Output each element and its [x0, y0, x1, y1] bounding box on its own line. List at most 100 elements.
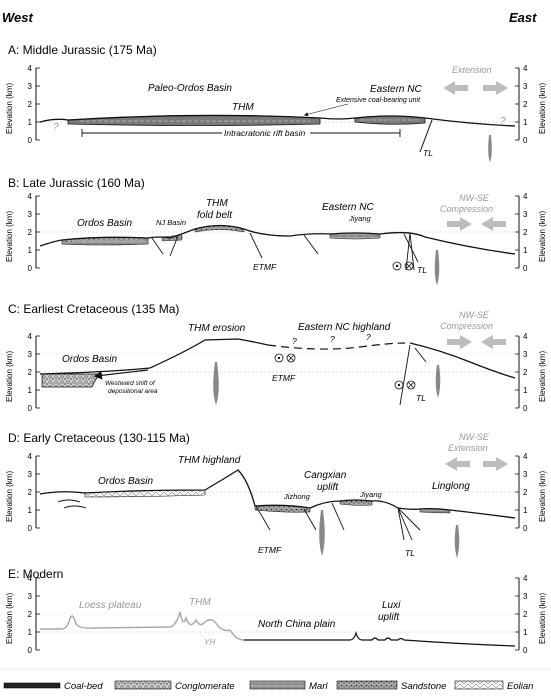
label-text: 3 — [28, 350, 33, 359]
legend-item-sandstone: Sandstone — [336, 680, 446, 692]
panel-title: B: Late Jurassic (160 Ma) — [8, 176, 145, 190]
label-text: 4 — [523, 192, 528, 201]
label-text: 1 — [523, 386, 528, 395]
tick-label: 4 — [523, 64, 528, 73]
jiyang-label: Jiyang — [359, 490, 383, 499]
surface-profile-east — [409, 342, 516, 379]
tick-label: 2 — [523, 100, 528, 109]
strike-slip-symbols — [274, 353, 416, 390]
inferred-surface — [267, 342, 406, 350]
left-axis: 43 21 0 Elevation (km) — [5, 192, 40, 273]
eastern-nc-highland-label: Eastern NC highland — [298, 322, 391, 333]
label-text: 4 — [28, 574, 33, 583]
thm-label: THM — [189, 597, 211, 608]
label-text: 4 — [28, 192, 33, 201]
thm-label: THM — [232, 102, 254, 113]
extension-arrows: Extension — [443, 65, 508, 95]
left-axis: 43 21 0 Elevation (km) — [5, 574, 40, 655]
surface-profile — [39, 224, 516, 255]
label-text: NW-SE — [459, 432, 490, 442]
rift-basin-label: Intracratonic rift basin — [224, 128, 306, 138]
y-axis-label: Elevation (km) — [538, 83, 547, 134]
label-text: 2 — [28, 488, 33, 497]
left-axis: 43 21 0 Elevation (km) — [5, 452, 40, 533]
tick-label: 0 — [523, 136, 528, 145]
surface-profile — [39, 114, 516, 127]
etmf-label: ETMF — [258, 545, 282, 555]
basin-label: Ordos Basin — [62, 354, 117, 365]
fold-belt-sand — [194, 225, 245, 233]
right-axis: 4 3 2 1 0 Elevation (km) — [515, 64, 547, 145]
label-text: 4 — [28, 332, 33, 341]
magma-body — [454, 525, 460, 558]
label-text: 2 — [523, 488, 528, 497]
basin-label: Paleo-Ordos Basin — [148, 83, 232, 94]
basin-label: Ordos Basin — [98, 476, 153, 487]
label-text: 1 — [28, 628, 33, 637]
label-text: 0 — [523, 524, 528, 533]
jizhong-label: Jizhong — [283, 492, 311, 501]
label-text: 3 — [523, 592, 528, 601]
label-text: 0 — [28, 404, 33, 413]
label-text: Compression — [440, 321, 493, 331]
tick-label: 4 — [28, 64, 33, 73]
magma-body — [434, 250, 440, 285]
label-text: Marl — [309, 681, 328, 692]
tl-label: TL — [416, 393, 426, 403]
eastern-topography — [244, 630, 516, 647]
label-text: Elevation (km) — [538, 211, 547, 262]
label-text: 1 — [28, 506, 33, 515]
panel-a: A: Middle Jurassic (175 Ma) 4 3 2 1 0 El… — [5, 43, 547, 162]
compression-arrows: NW-SE Compression — [440, 193, 506, 231]
thm-erosion-label: THM erosion — [188, 323, 246, 334]
fold-belt-label: fold belt — [197, 210, 233, 221]
label-text: 0 — [523, 264, 528, 273]
panel-title: A: Middle Jurassic (175 Ma) — [8, 43, 157, 57]
tick-label: 1 — [28, 118, 33, 127]
tick-label: 1 — [523, 118, 528, 127]
etmf-label: ETMF — [272, 373, 296, 383]
label-text: Elevation (km) — [5, 471, 14, 522]
jiyang-label: Jiyang — [348, 214, 372, 223]
label-text: 0 — [28, 264, 33, 273]
rift-scale-bar — [81, 129, 401, 137]
legend-item-conglomerate: Conglomerate — [114, 680, 235, 692]
label-text: 1 — [523, 628, 528, 637]
label-text: 2 — [523, 610, 528, 619]
magma-body — [435, 365, 441, 398]
label-text: 4 — [523, 452, 528, 461]
panel-b: B: Late Jurassic (160 Ma) 43 21 0 Elevat… — [5, 176, 547, 285]
strike-slip-symbols — [392, 261, 414, 271]
magma-body — [213, 362, 219, 405]
label-text: Conglomerate — [175, 681, 235, 692]
label-text: 2 — [28, 610, 33, 619]
question-mark: ? — [53, 122, 59, 133]
label-text: NW-SE — [459, 193, 490, 203]
sandstone-unit — [65, 238, 145, 242]
fault-tl — [419, 119, 433, 153]
label-text: 3 — [523, 470, 528, 479]
label-text: Elevation (km) — [5, 211, 14, 262]
label-text: 2 — [523, 368, 528, 377]
unit-annotation: Extensive coal-bearing unit — [336, 97, 421, 104]
label-text: Elevation (km) — [538, 471, 547, 522]
label-text: Extension — [448, 443, 488, 453]
label-text: 2 — [28, 228, 33, 237]
tick-label: 2 — [28, 100, 33, 109]
label-text: 4 — [28, 452, 33, 461]
etmf-label: ETMF — [253, 262, 277, 272]
legend-item-marl: Marl — [249, 680, 328, 692]
loess-plateau-label: Loess plateau — [79, 600, 142, 611]
surface-profile — [39, 469, 516, 519]
label-text: 4 — [523, 574, 528, 583]
thm-label: THM — [206, 198, 228, 209]
right-axis: 43 21 0 Elevation (km) — [515, 192, 547, 273]
question-mark: ? — [366, 332, 371, 342]
left-axis: 43 21 0 Elevation (km) — [5, 332, 40, 413]
faults — [151, 232, 419, 271]
label-text: 0 — [523, 404, 528, 413]
eastern-nc-label: Eastern NC — [370, 84, 422, 95]
label-text: 3 — [523, 350, 528, 359]
label-text: 0 — [28, 646, 33, 655]
panel-d: D: Early Cretaceous (130-115 Ma) 43 21 0… — [5, 431, 547, 558]
